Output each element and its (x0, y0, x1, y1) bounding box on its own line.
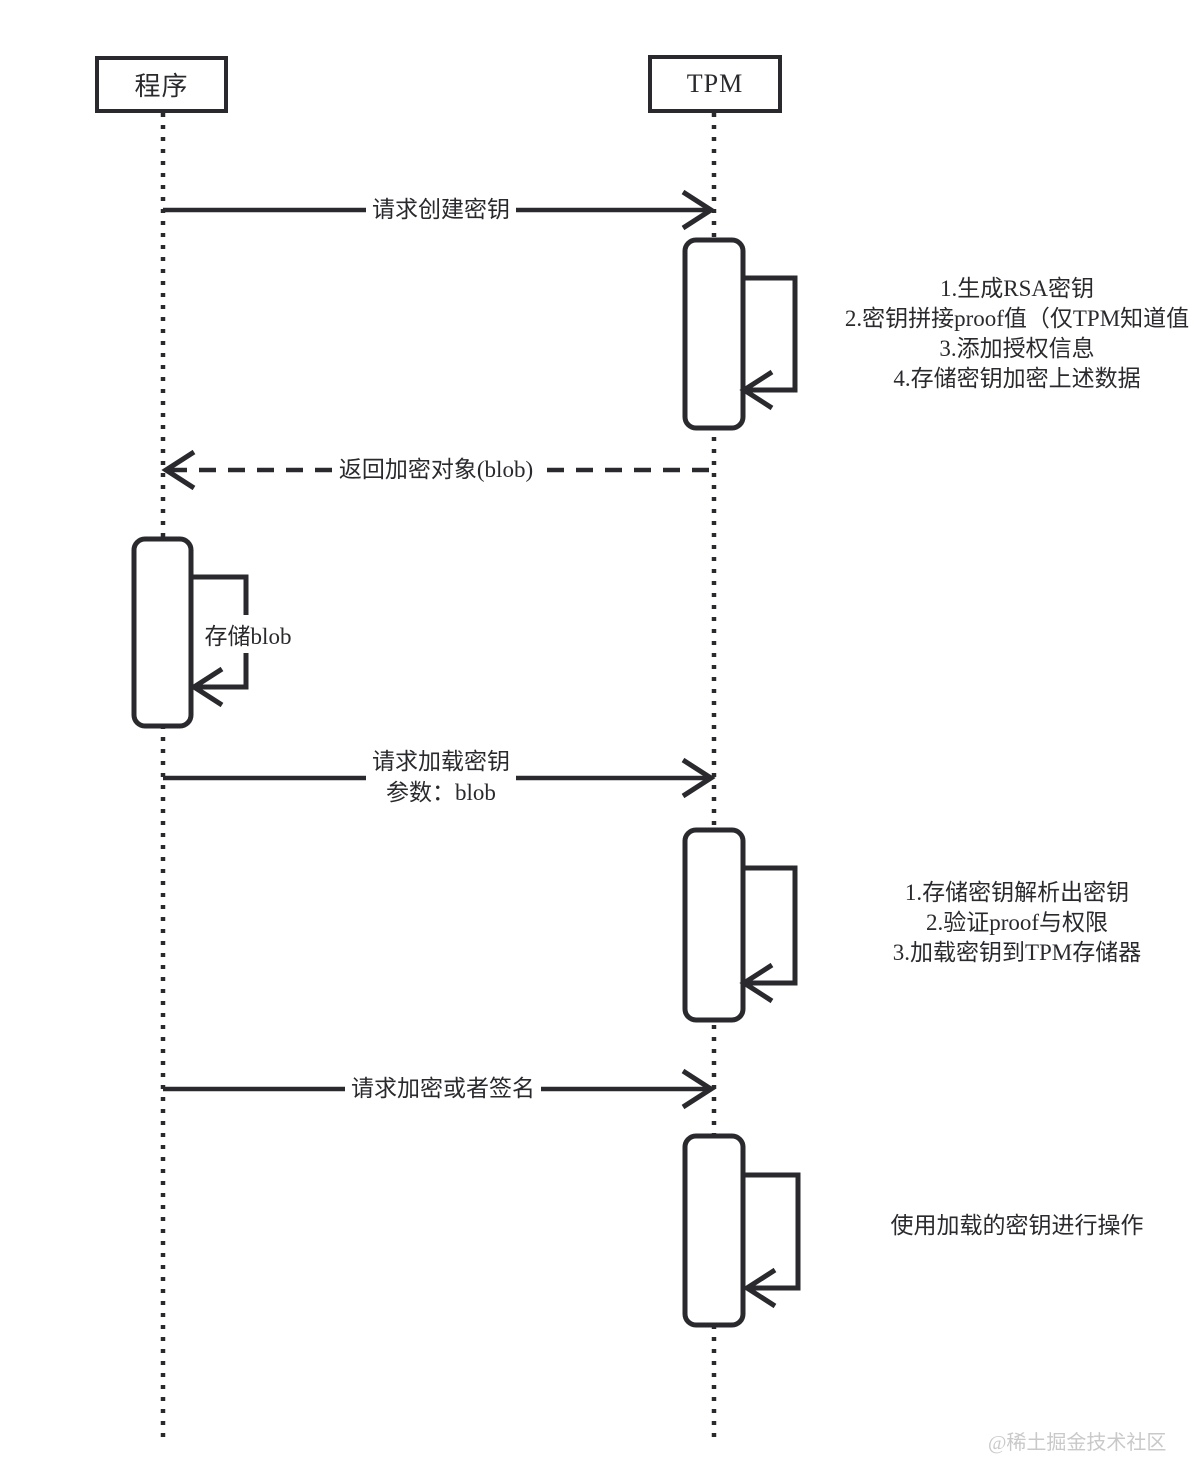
note-load-key-steps: 1.存储密钥解析出密钥 2.验证proof与权限 3.加载密钥到TPM存储器 (827, 878, 1192, 968)
arrowhead-self-loop-tpm-2-icon (739, 962, 774, 1004)
note-line: 3.加载密钥到TPM存储器 (892, 940, 1142, 965)
arrowhead-create-key-icon (681, 189, 716, 231)
note-line: 使用加载的密钥进行操作 (890, 1213, 1144, 1238)
self-loop-tpm-3 (743, 1172, 801, 1291)
message-label-load-key: 请求加载密钥 参数：blob (366, 746, 516, 808)
arrowhead-self-loop-tpm-1-icon (739, 369, 774, 411)
actor-program: 程序 (95, 56, 228, 113)
note-line: 3.添加授权信息 (939, 336, 1095, 361)
self-loop-tpm-2 (743, 865, 798, 986)
note-line: 4.存储密钥加密上述数据 (893, 366, 1141, 391)
note-use-key: 使用加载的密钥进行操作 (827, 1211, 1192, 1241)
message-label-load-key-params: 参数：blob (386, 780, 496, 805)
activation-program (131, 536, 194, 729)
message-label-encrypt-sign: 请求加密或者签名 (345, 1074, 541, 1104)
note-line: 1.存储密钥解析出密钥 (904, 880, 1130, 905)
arrowhead-load-key-icon (681, 757, 716, 799)
note-line: 1.生成RSA密钥 (940, 276, 1094, 301)
actor-tpm: TPM (648, 55, 782, 113)
message-label-return-blob: 返回加密对象(blob) (332, 455, 540, 485)
activation-tpm-1 (682, 237, 746, 431)
arrowhead-self-loop-tpm-3-icon (742, 1267, 777, 1309)
arrowhead-return-blob-icon (161, 449, 196, 491)
note-line: 2.密钥拼接proof值（仅TPM知道值 (844, 306, 1190, 331)
activation-tpm-3 (682, 1133, 746, 1328)
note-line: 2.验证proof与权限 (925, 910, 1109, 935)
arrowhead-encrypt-sign-icon (681, 1068, 716, 1110)
self-loop-tpm-1 (743, 275, 798, 393)
activation-tpm-2 (682, 827, 746, 1023)
self-call-label-store-blob: 存储blob (198, 615, 298, 653)
note-create-key-steps: 1.生成RSA密钥 2.密钥拼接proof值（仅TPM知道值 3.添加授权信息 … (827, 274, 1192, 394)
arrowhead-self-loop-program-icon (189, 666, 224, 708)
actor-program-label: 程序 (134, 72, 189, 101)
watermark: @稀土掘金技术社区 (988, 1432, 1167, 1454)
actor-tpm-label: TPM (686, 69, 744, 98)
message-label-load-key-line1: 请求加载密钥 (372, 749, 510, 774)
message-label-create-key: 请求创建密钥 (366, 195, 516, 225)
